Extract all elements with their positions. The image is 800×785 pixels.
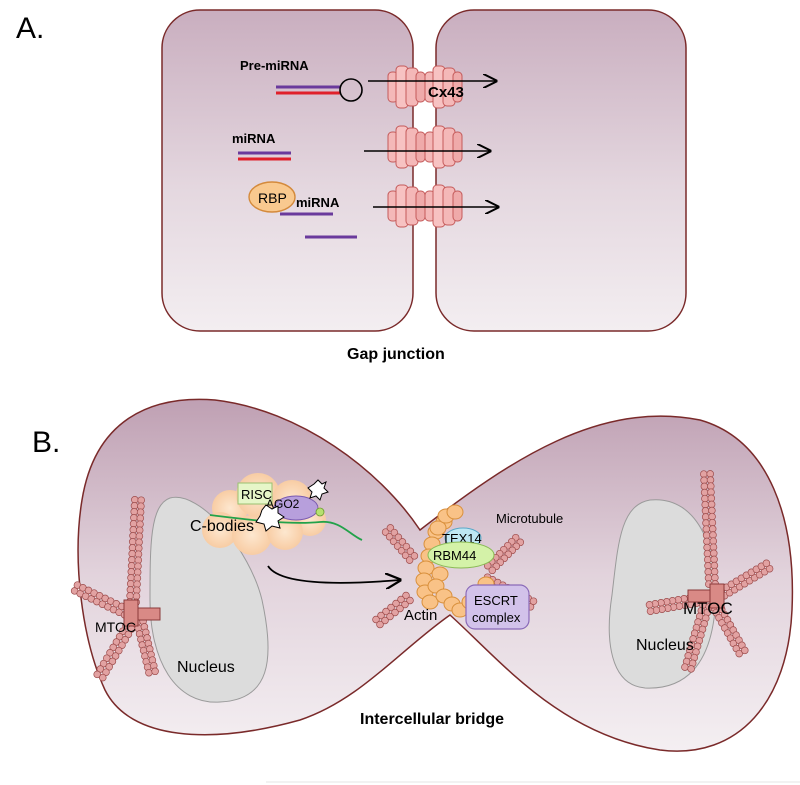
microtubule (372, 591, 414, 629)
actin-label: Actin (404, 607, 437, 624)
rbm44-label: RBM44 (433, 548, 476, 563)
green-bead (315, 507, 325, 517)
microtubule-arrays (70, 470, 774, 682)
microtubule-label: Microtubule (496, 511, 563, 526)
gap-junction-channel-2 (387, 125, 463, 169)
pre-mirna-label: Pre-miRNA (240, 58, 309, 73)
rbp-label: RBP (258, 190, 287, 206)
star-marker-1 (307, 479, 329, 501)
intercellular-bridge-caption: Intercellular bridge (360, 711, 504, 728)
star-marker-2 (255, 504, 285, 532)
gap-junction-channel-3 (387, 184, 463, 228)
cell-right-a (435, 9, 687, 332)
escrt-label-line1: ESCRT (474, 593, 518, 608)
actin-bead (429, 520, 447, 536)
microtubule (681, 601, 713, 673)
c-bodies-label: C-bodies (190, 518, 254, 535)
microtubule (709, 600, 749, 658)
escrt-label-line2: complex (472, 610, 521, 625)
risc-label: RISC (241, 487, 272, 502)
cell-left-a (161, 9, 414, 332)
escrt-complex-box (465, 584, 530, 630)
mirna-label-2: miRNA (296, 195, 340, 210)
microtubule (133, 617, 159, 677)
panel-a-letter: A. (16, 12, 44, 45)
microtubule (483, 533, 525, 575)
actin-bead (446, 504, 464, 520)
mirna-label-1: miRNA (232, 131, 276, 146)
nucleus-left-label: Nucleus (177, 659, 235, 676)
pre-mirna-hairpin (276, 78, 363, 102)
microtubule (126, 496, 145, 606)
mtoc-left-organelle (123, 599, 161, 627)
mtoc-left-label: MTOC (95, 619, 136, 635)
nucleus-right-label: Nucleus (636, 637, 694, 654)
transport-arrow (267, 565, 400, 583)
rbp-protein (248, 181, 296, 213)
mirna-duplex (238, 151, 291, 161)
mrna-strand (209, 514, 363, 541)
mtoc-right-organelle (687, 583, 725, 609)
microtubule (70, 581, 132, 619)
panel-b-letter: B. (32, 426, 60, 459)
risc-box (237, 482, 273, 505)
actin-bead (421, 594, 439, 610)
rbm44-protein (427, 541, 495, 569)
cx43-label: Cx43 (428, 84, 464, 101)
gap-junction-caption: Gap junction (347, 346, 445, 363)
mtoc-right-label: MTOC (683, 599, 733, 618)
microtubule (381, 524, 419, 564)
